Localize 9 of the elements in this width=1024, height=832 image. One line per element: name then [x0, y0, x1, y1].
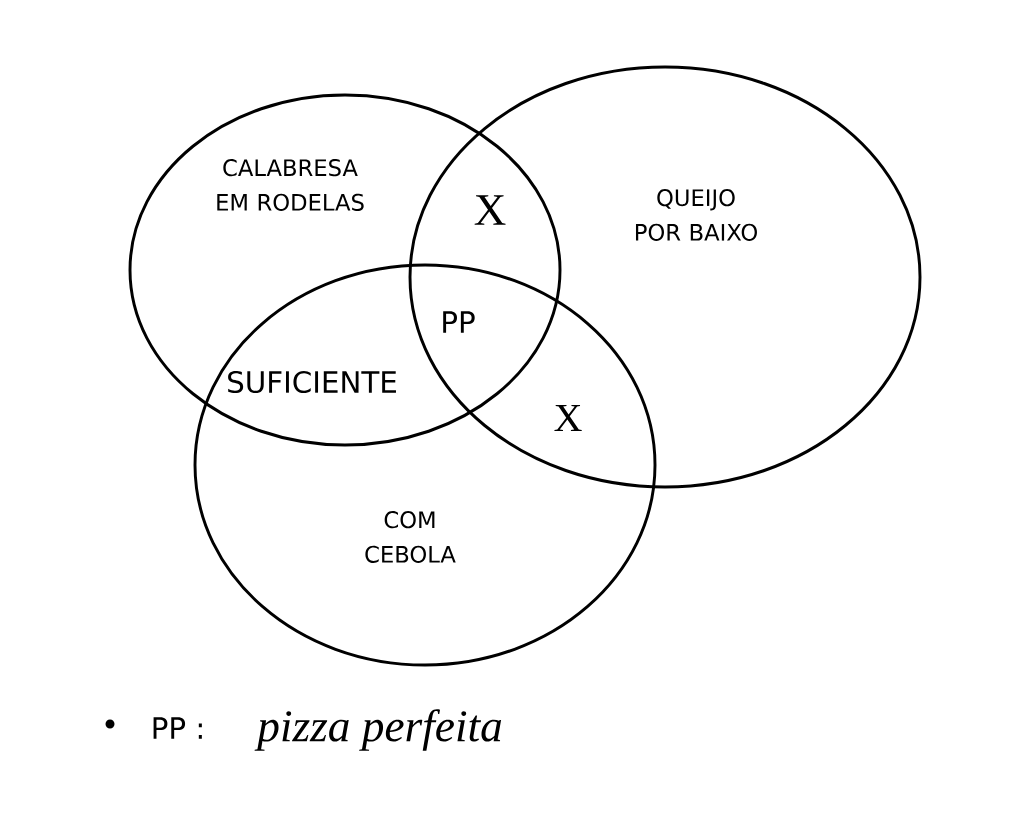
- set-label: QUEIJO POR BAIXO: [636, 189, 757, 241]
- legend-description: pizza perfeita: [254, 709, 502, 751]
- region-label: X: [474, 195, 506, 225]
- region-label: SUFICIENTE: [228, 370, 396, 394]
- region-label: X: [554, 404, 582, 432]
- region-label: PP: [443, 311, 475, 333]
- legend-key: PP :: [153, 717, 202, 739]
- set-label: CALABRESA EM RODELAS: [217, 159, 364, 211]
- set-label: COM CEBOLA: [365, 511, 456, 563]
